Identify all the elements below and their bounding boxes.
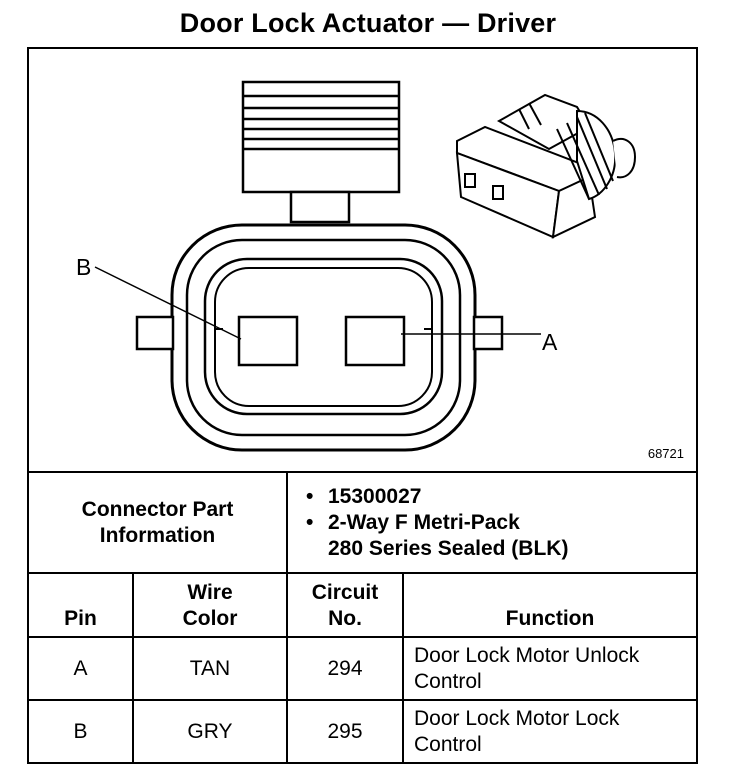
document-frame: B A 68721 Connector Part Information •15… [27, 47, 698, 764]
pin-b-callout: B [76, 254, 92, 280]
pin-cell: A [29, 636, 134, 701]
connector-table: Connector Part Information •15300027 •2-… [29, 473, 697, 764]
connector-info-row: Connector Part Information •15300027 •2-… [29, 473, 697, 574]
connector-info-label-line1: Connector Part [81, 497, 234, 521]
page-title: Door Lock Actuator — Driver [179, 8, 557, 38]
circuit-cell: 295 [286, 699, 404, 764]
pin-a-callout: A [542, 329, 558, 355]
header-function: Function [401, 572, 697, 638]
connector-info-label-line2: Information [99, 523, 216, 547]
list-item: •2-Way F Metri-Pack [306, 510, 520, 534]
function-cell: Door Lock Motor Unlock Control [401, 636, 697, 701]
function-cell: Door Lock Motor Lock Control [401, 699, 697, 764]
header-circuit: Circuit No. [286, 572, 404, 638]
wire-color-cell: GRY [132, 699, 288, 764]
connector-series: 280 Series Sealed (BLK) [328, 536, 569, 560]
connector-info-label: Connector Part Information [29, 473, 288, 574]
circuit-cell: 294 [286, 636, 404, 701]
part-number: 15300027 [328, 484, 422, 508]
table-header-row: Pin Wire Color Circuit No. Function [29, 572, 697, 638]
figure-number: 68721 [647, 446, 684, 461]
list-item: 280 Series Sealed (BLK) [328, 536, 696, 562]
table-row: A TAN 294 Door Lock Motor Unlock Control [29, 636, 697, 701]
connector-info-list: •15300027 •2-Way F Metri-Pack 280 Series… [285, 473, 697, 574]
header-pin: Pin [29, 572, 134, 638]
table-row: B GRY 295 Door Lock Motor Lock Control [29, 699, 697, 764]
connector-figure: B A 68721 [29, 49, 696, 473]
connector-face-drawing [94, 80, 637, 452]
wire-color-cell: TAN [132, 636, 288, 701]
header-wire-color: Wire Color [132, 572, 288, 638]
connector-type: 2-Way F Metri-Pack [328, 510, 520, 534]
pin-cell: B [29, 699, 134, 764]
list-item: •15300027 [306, 484, 422, 508]
